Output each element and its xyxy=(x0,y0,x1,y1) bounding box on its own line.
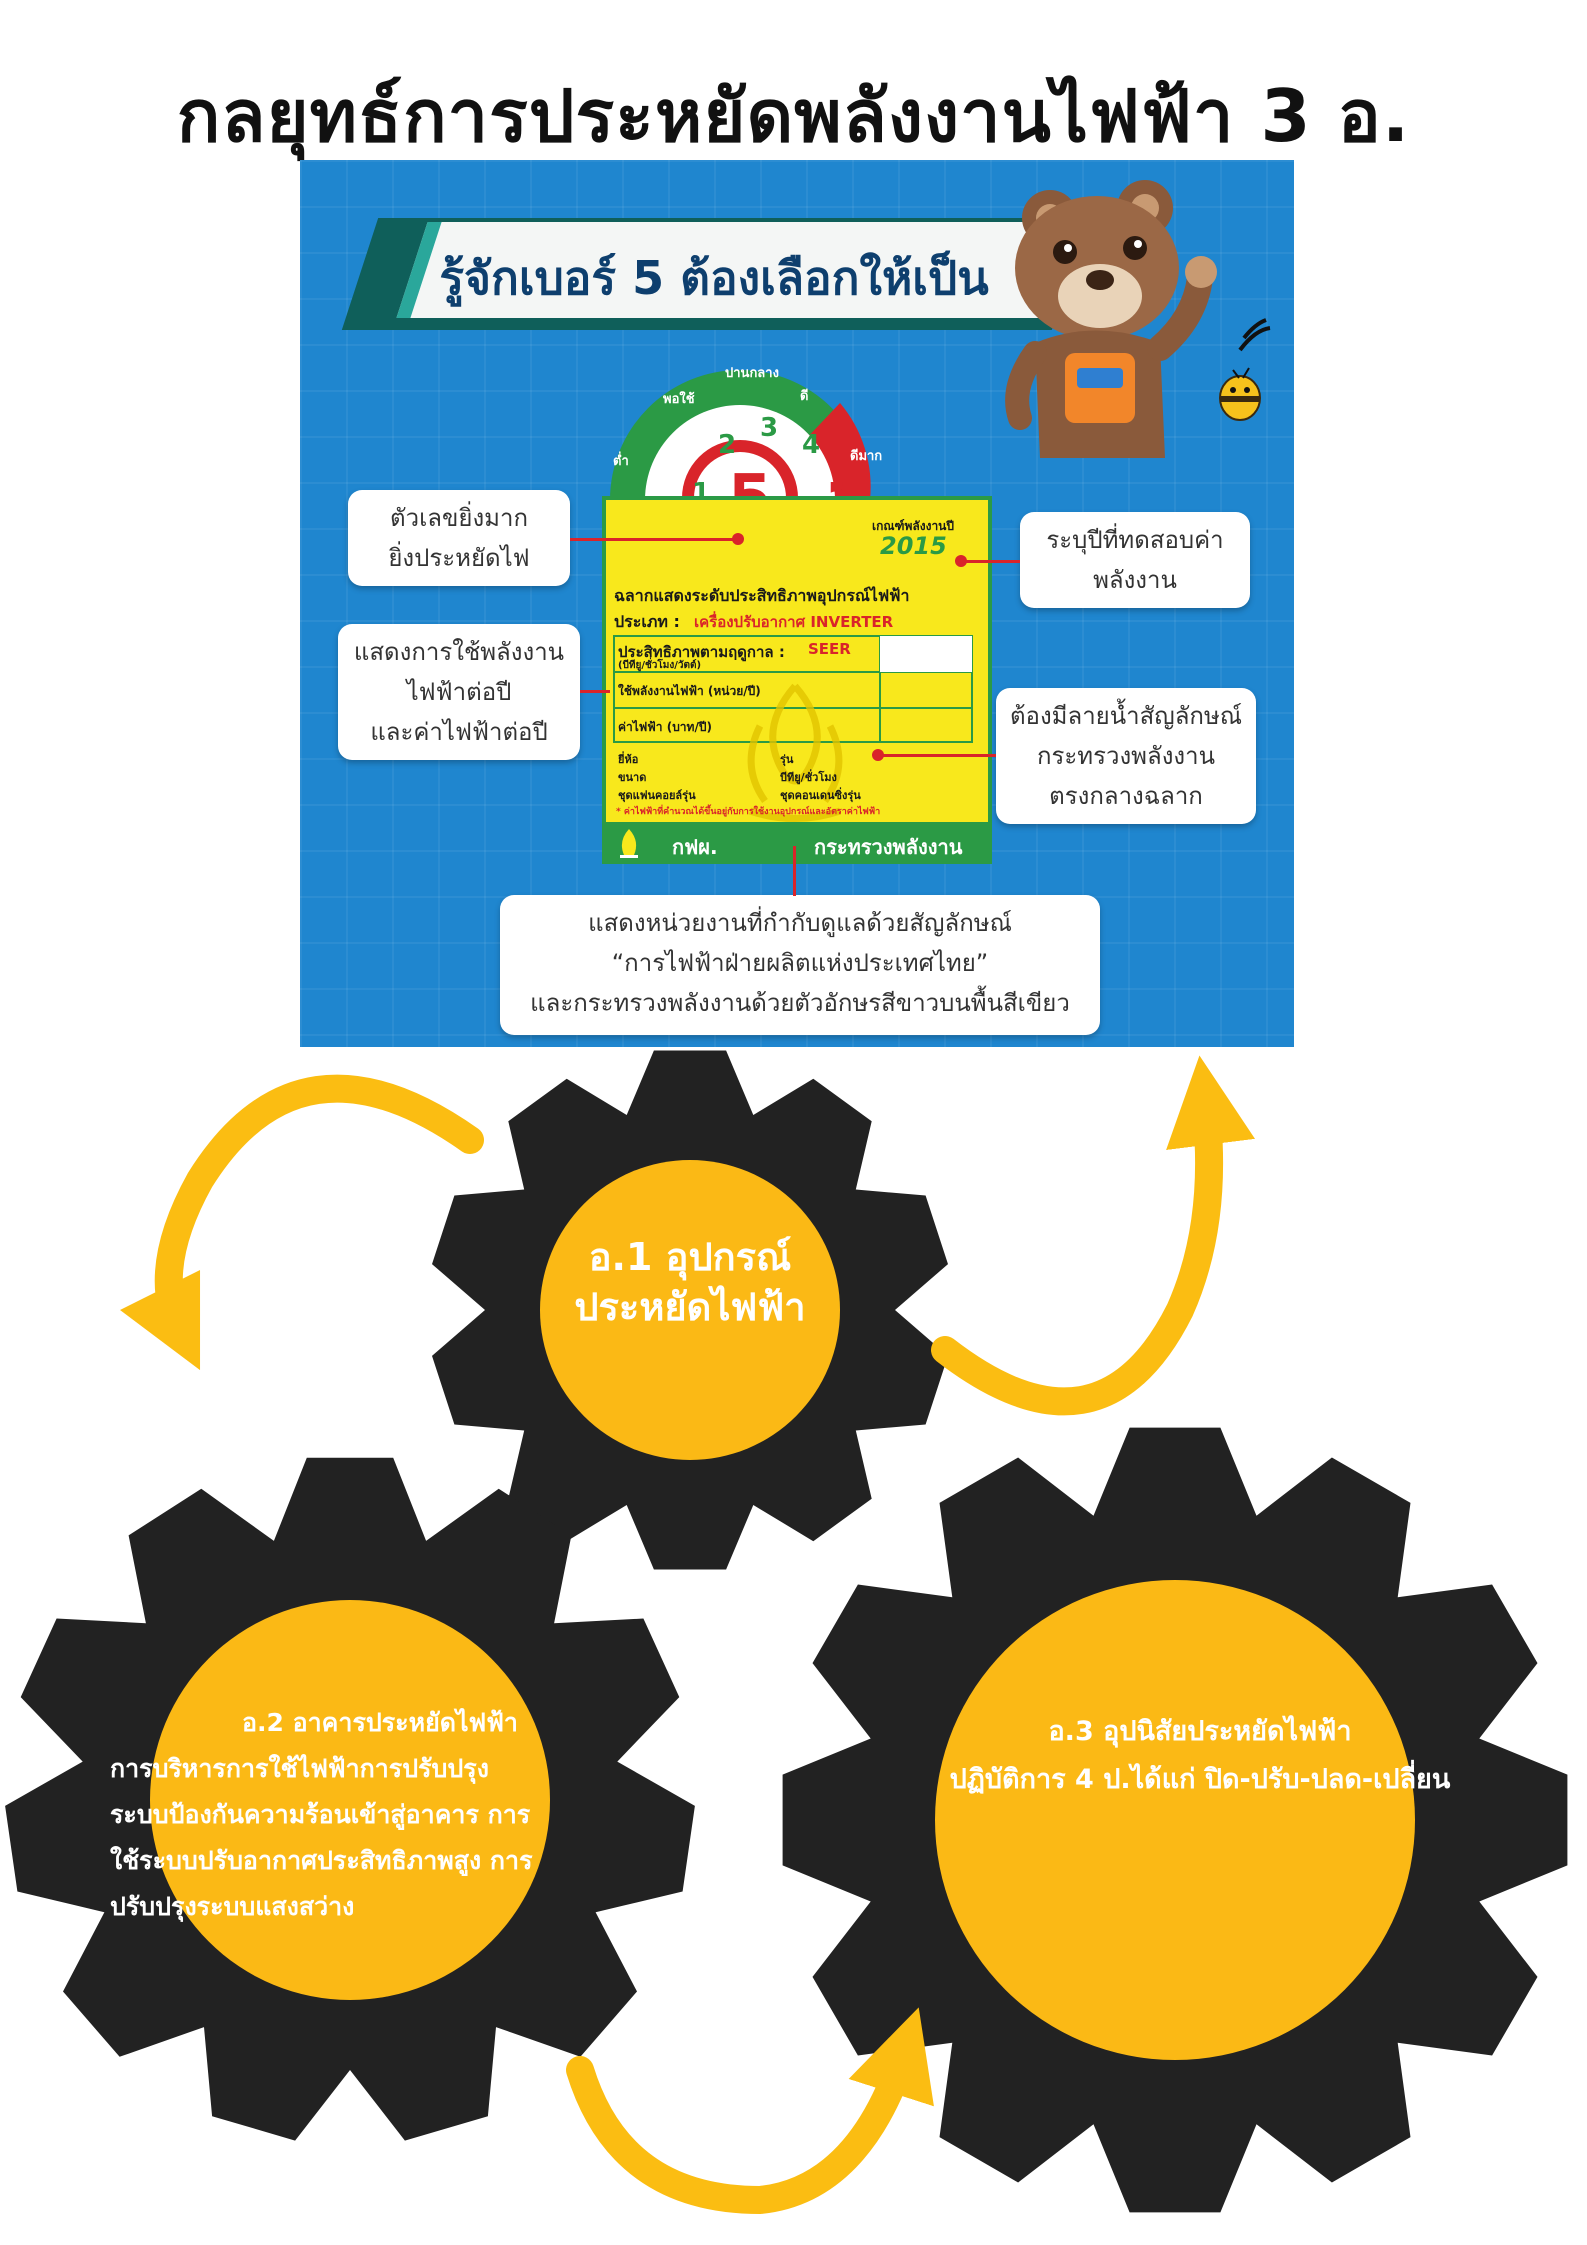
grade-gauge xyxy=(610,370,871,503)
grade-word-4: ดี xyxy=(800,389,809,404)
connector-emblem xyxy=(878,754,996,757)
gear-left-line3: ระบบป้องกันความร้อนเข้าสู่อาคาร การ xyxy=(110,1800,531,1829)
connector-number-dot xyxy=(732,533,744,545)
arrow-bottom xyxy=(566,2007,934,2215)
label-field-fancoil: ชุดแฟนคอยล์รุ่น xyxy=(618,789,696,802)
grade-word-3: ปานกลาง xyxy=(725,366,779,381)
gear-left-line4: ใช้ระบบปรับอากาศประสิทธิภาพสูง การ xyxy=(110,1846,533,1875)
arrow-top-right xyxy=(931,1055,1256,1416)
connector-number xyxy=(570,538,738,541)
callout-emblem-line1: ต้องมีลายน้ำสัญลักษณ์ xyxy=(1009,702,1243,730)
grade-word-2: พอใช้ xyxy=(663,392,695,407)
callout-year-line1: ระบุปีที่ทดสอบค่า xyxy=(1046,526,1224,554)
callout-usage: แสดงการใช้พลังงาน ไฟฟ้าต่อปี และค่าไฟฟ้า… xyxy=(338,624,580,760)
gear-left-line2: การบริหารการใช้ไฟฟ้าการปรับปรุง xyxy=(110,1754,489,1783)
label-row1-unit: (บีทียู/ชั่วโมง/วัตต์) xyxy=(618,660,702,671)
banner-title: รู้จักเบอร์ 5 ต้องเลือกให้เป็น xyxy=(439,251,989,305)
criteria-year: 2015 xyxy=(880,532,947,560)
energy-label-panel: รู้จักเบอร์ 5 ต้องเลือกให้เป็น xyxy=(300,160,1294,1047)
grade-2: 2 xyxy=(718,430,737,460)
grade-4: 4 xyxy=(802,430,821,460)
connector-usage xyxy=(580,690,610,693)
gear-diagram xyxy=(5,1050,1568,2215)
gear-right-line1: อ.3 อุปนิสัยประหยัดไฟฟ้า xyxy=(1048,1716,1352,1747)
connector-emblem-dot xyxy=(872,749,884,761)
gear-right-caption: อ.3 อุปนิสัยประหยัดไฟฟ้า ปฏิบัติการ 4 ป.… xyxy=(880,1708,1520,1804)
connector-agency xyxy=(793,846,796,896)
callout-agency-line1: แสดงหน่วยงานที่กำกับดูแลด้วยสัญลักษณ์ xyxy=(588,909,1012,937)
agency-left: กฟผ. xyxy=(672,835,718,859)
gear-top-line1: อ.1 อุปกรณ์ xyxy=(588,1235,792,1279)
callout-usage-line2: ไฟฟ้าต่อปี xyxy=(406,678,512,706)
ministry-emblem-watermark-icon xyxy=(747,683,843,822)
grade-3: 3 xyxy=(760,413,779,443)
callout-year: ระบุปีที่ทดสอบค่า พลังงาน xyxy=(1020,512,1250,608)
gear-left-line1: อ.2 อาคารประหยัดไฟฟ้า xyxy=(242,1708,518,1737)
callout-agency-line3: และกระทรวงพลังงานด้วยตัวอักษรสีขาวบนพื้น… xyxy=(530,989,1070,1017)
callout-agency-line2: “การไฟฟ้าฝ่ายผลิตแห่งประเทศไทย” xyxy=(611,949,989,977)
label-field-size: ขนาด xyxy=(618,771,647,784)
egat-logo-icon xyxy=(620,829,638,858)
label-heading: ฉลากแสดงระดับประสิทธิภาพอุปกรณ์ไฟฟ้า xyxy=(614,586,910,605)
label-field-btu: บีทียู/ชั่วโมง xyxy=(780,771,837,784)
callout-year-line2: พลังงาน xyxy=(1093,566,1177,594)
bee-mascot-icon xyxy=(1219,367,1261,421)
label-footnote: * ค่าไฟฟ้าที่คำนวณได้ขึ้นอยู่กับการใช้งา… xyxy=(616,807,881,817)
callout-number: ตัวเลขยิ่งมาก ยิ่งประหยัดไฟ xyxy=(348,490,570,586)
gear-right-line2: ปฏิบัติการ 4 ป.ได้แก่ ปิด-ปรับ-ปลด-เปลี่… xyxy=(949,1764,1451,1795)
bear-mascot-icon xyxy=(1005,180,1217,458)
callout-emblem-line2: กระทรวงพลังงาน xyxy=(1036,742,1216,770)
page-title: กลยุทธ์การประหยัดพลังงานไฟฟ้า 3 อ. xyxy=(176,74,1411,158)
agency-strip: กฟผ. กระทรวงพลังงาน xyxy=(602,822,992,864)
label-type-value: เครื่องปรับอากาศ INVERTER xyxy=(694,613,894,631)
gear-top-line2: ประหยัดไฟฟ้า xyxy=(574,1285,806,1329)
gear-left-caption: อ.2 อาคารประหยัดไฟฟ้า การบริหารการใช้ไฟฟ… xyxy=(110,1700,650,1930)
callout-number-line2: ยิ่งประหยัดไฟ xyxy=(388,544,530,572)
label-row3: ค่าไฟฟ้า (บาท/ปี) xyxy=(618,720,712,734)
callout-number-line1: ตัวเลขยิ่งมาก xyxy=(390,504,528,532)
grade-word-1: ต่ำ xyxy=(613,454,629,469)
gear-top-center xyxy=(540,1160,840,1460)
gear-right-center xyxy=(935,1580,1415,2060)
callout-usage-line1: แสดงการใช้พลังงาน xyxy=(353,638,565,666)
criteria-text: เกณฑ์พลังงานปี xyxy=(872,519,955,533)
label-field-brand: ยี่ห้อ xyxy=(618,753,639,766)
label-row1-value: SEER xyxy=(808,640,851,658)
gear-left-line5: ปรับปรุงระบบแสงสว่าง xyxy=(110,1892,355,1921)
callout-agency: แสดงหน่วยงานที่กำกับดูแลด้วยสัญลักษณ์ “ก… xyxy=(500,895,1100,1035)
gear-top-caption: อ.1 อุปกรณ์ ประหยัดไฟฟ้า xyxy=(490,1232,890,1332)
label-type-prefix: ประเภท : xyxy=(614,612,680,631)
label-field-model: รุ่น xyxy=(780,753,794,766)
connector-year xyxy=(960,560,1020,563)
callout-emblem: ต้องมีลายน้ำสัญลักษณ์ กระทรวงพลังงาน ตรง… xyxy=(996,688,1256,824)
label-table xyxy=(613,635,973,743)
label-field-condensing: ชุดคอนเดนซิ่งรุ่น xyxy=(780,789,861,802)
connector-year-dot xyxy=(955,555,967,567)
arrow-top-left xyxy=(119,1074,484,1371)
label-row2: ใช้พลังงานไฟฟ้า (หน่วย/ปี) xyxy=(618,684,761,698)
gear-left-center xyxy=(150,1600,550,2000)
motion-lines-icon xyxy=(1238,318,1271,352)
callout-emblem-line3: ตรงกลางฉลาก xyxy=(1049,782,1203,810)
grade-word-5: ดีมาก xyxy=(850,449,883,464)
callout-usage-line3: และค่าไฟฟ้าต่อปี xyxy=(370,718,548,746)
agency-right: กระทรวงพลังงาน xyxy=(814,835,963,859)
label-row1-prefix: ประสิทธิภาพตามฤดูกาล : xyxy=(618,643,785,661)
